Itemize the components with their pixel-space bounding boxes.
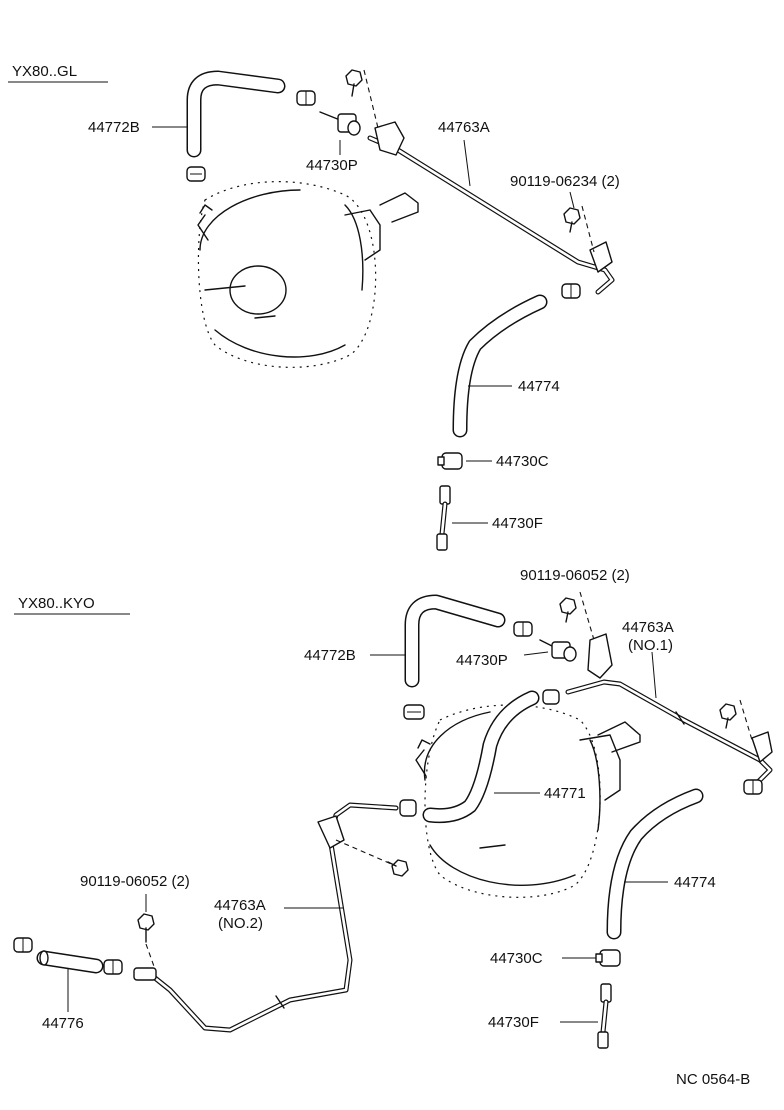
part-label: (NO.2) [218, 915, 263, 932]
clamp-icon [437, 452, 463, 470]
union-fitting-icon [597, 983, 612, 1049]
clip-icon [399, 799, 417, 817]
hose-44771 [422, 690, 540, 824]
clip-icon [513, 621, 533, 637]
joint-icon [133, 967, 157, 981]
tube-44763a-no2 [152, 802, 399, 1033]
part-label: 44763A [622, 619, 674, 636]
hose-44776 [36, 950, 104, 974]
section-gl: YX80..GL 44772B [8, 63, 620, 551]
clip-icon [403, 704, 425, 720]
part-label: 90119-06234 (2) [510, 173, 620, 190]
union-fitting-icon [436, 485, 451, 551]
part-label: 44772B [304, 647, 356, 664]
diagram-code: NC 0564-B [676, 1071, 750, 1088]
part-label: 44776 [42, 1015, 84, 1032]
section-title-kyo: YX80..KYO [18, 595, 95, 612]
clip-icon [103, 959, 123, 975]
clip-icon [743, 779, 763, 795]
clip-icon [542, 689, 560, 705]
clip-icon [186, 166, 206, 182]
bolt-icon [559, 597, 577, 623]
check-valve-icon [539, 639, 577, 662]
section-kyo: YX80..KYO 90119-06052 (2) 44772B [13, 567, 773, 1049]
part-label: 44763A [438, 119, 490, 136]
part-label: 44774 [518, 378, 560, 395]
bolt-icon [345, 69, 363, 97]
tube-44763a-no1 [565, 633, 773, 785]
hose-44774-kyo [606, 788, 704, 940]
part-label: 44730P [456, 652, 508, 669]
check-valve-icon [319, 111, 361, 136]
part-label: 44730P [306, 157, 358, 174]
tube-44763a-gl [367, 121, 615, 295]
part-label: 44730C [496, 453, 549, 470]
clip-icon [561, 283, 581, 299]
part-label: 44730C [490, 950, 543, 967]
part-label: 44730F [488, 1014, 539, 1031]
clamp-icon [595, 949, 621, 967]
part-label: 44774 [674, 874, 716, 891]
part-label: 44730F [492, 515, 543, 532]
clip-icon [13, 937, 33, 953]
bolt-icon [137, 913, 155, 943]
clip-icon [296, 90, 316, 106]
bolt-icon [719, 703, 737, 729]
part-label: 44772B [88, 119, 140, 136]
part-label: 90119-06052 (2) [80, 873, 190, 890]
hose-44772b-gl [186, 70, 286, 158]
hose-44772b-kyo [404, 594, 506, 688]
part-label: 44763A [214, 897, 266, 914]
hose-44774-gl [452, 294, 548, 438]
brake-booster-gl [197, 181, 419, 368]
brake-booster-kyo [415, 704, 641, 898]
section-title-gl: YX80..GL [12, 63, 77, 80]
part-label: 44771 [544, 785, 586, 802]
part-label: (NO.1) [628, 637, 673, 654]
bolt-icon [387, 859, 409, 877]
part-label: 90119-06052 (2) [520, 567, 630, 584]
bolt-icon [563, 207, 581, 233]
